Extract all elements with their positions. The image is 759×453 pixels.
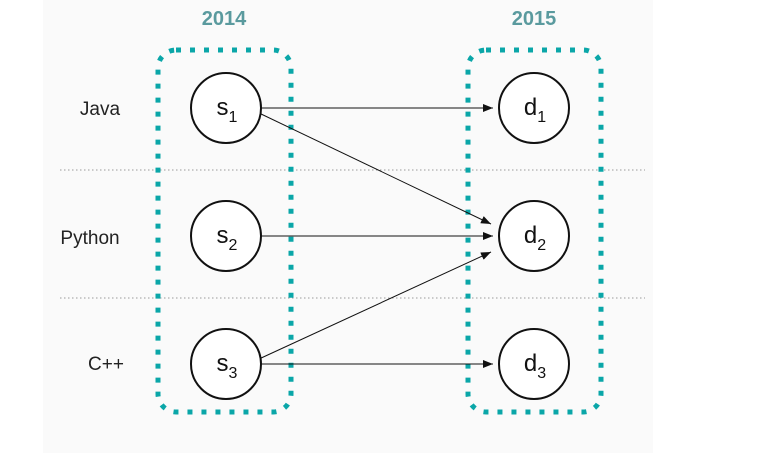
node-s1[interactable]: s1 — [190, 72, 262, 144]
row-label-cpp: C++ — [88, 354, 124, 375]
row-label-java: Java — [80, 99, 121, 120]
svg-text:d1: d1 — [524, 94, 546, 126]
node-d3[interactable]: d3 — [498, 328, 570, 400]
node-s3[interactable]: s3 — [190, 328, 262, 400]
svg-text:s2: s2 — [217, 222, 238, 254]
svg-text:d3: d3 — [524, 350, 546, 382]
edge-s1-d2 — [258, 112, 492, 225]
node-d1[interactable]: d1 — [498, 72, 570, 144]
year-label-2015: 2015 — [512, 8, 557, 30]
svg-text:s1: s1 — [217, 94, 238, 126]
row-label-python: Python — [60, 228, 119, 249]
node-s2[interactable]: s2 — [190, 200, 262, 272]
year-label-2014: 2014 — [202, 8, 247, 30]
svg-text:s3: s3 — [217, 350, 238, 382]
node-d2[interactable]: d2 — [498, 200, 570, 272]
edge-s3-d2 — [258, 251, 492, 360]
edges-group — [258, 104, 493, 368]
svg-text:d2: d2 — [524, 222, 546, 254]
